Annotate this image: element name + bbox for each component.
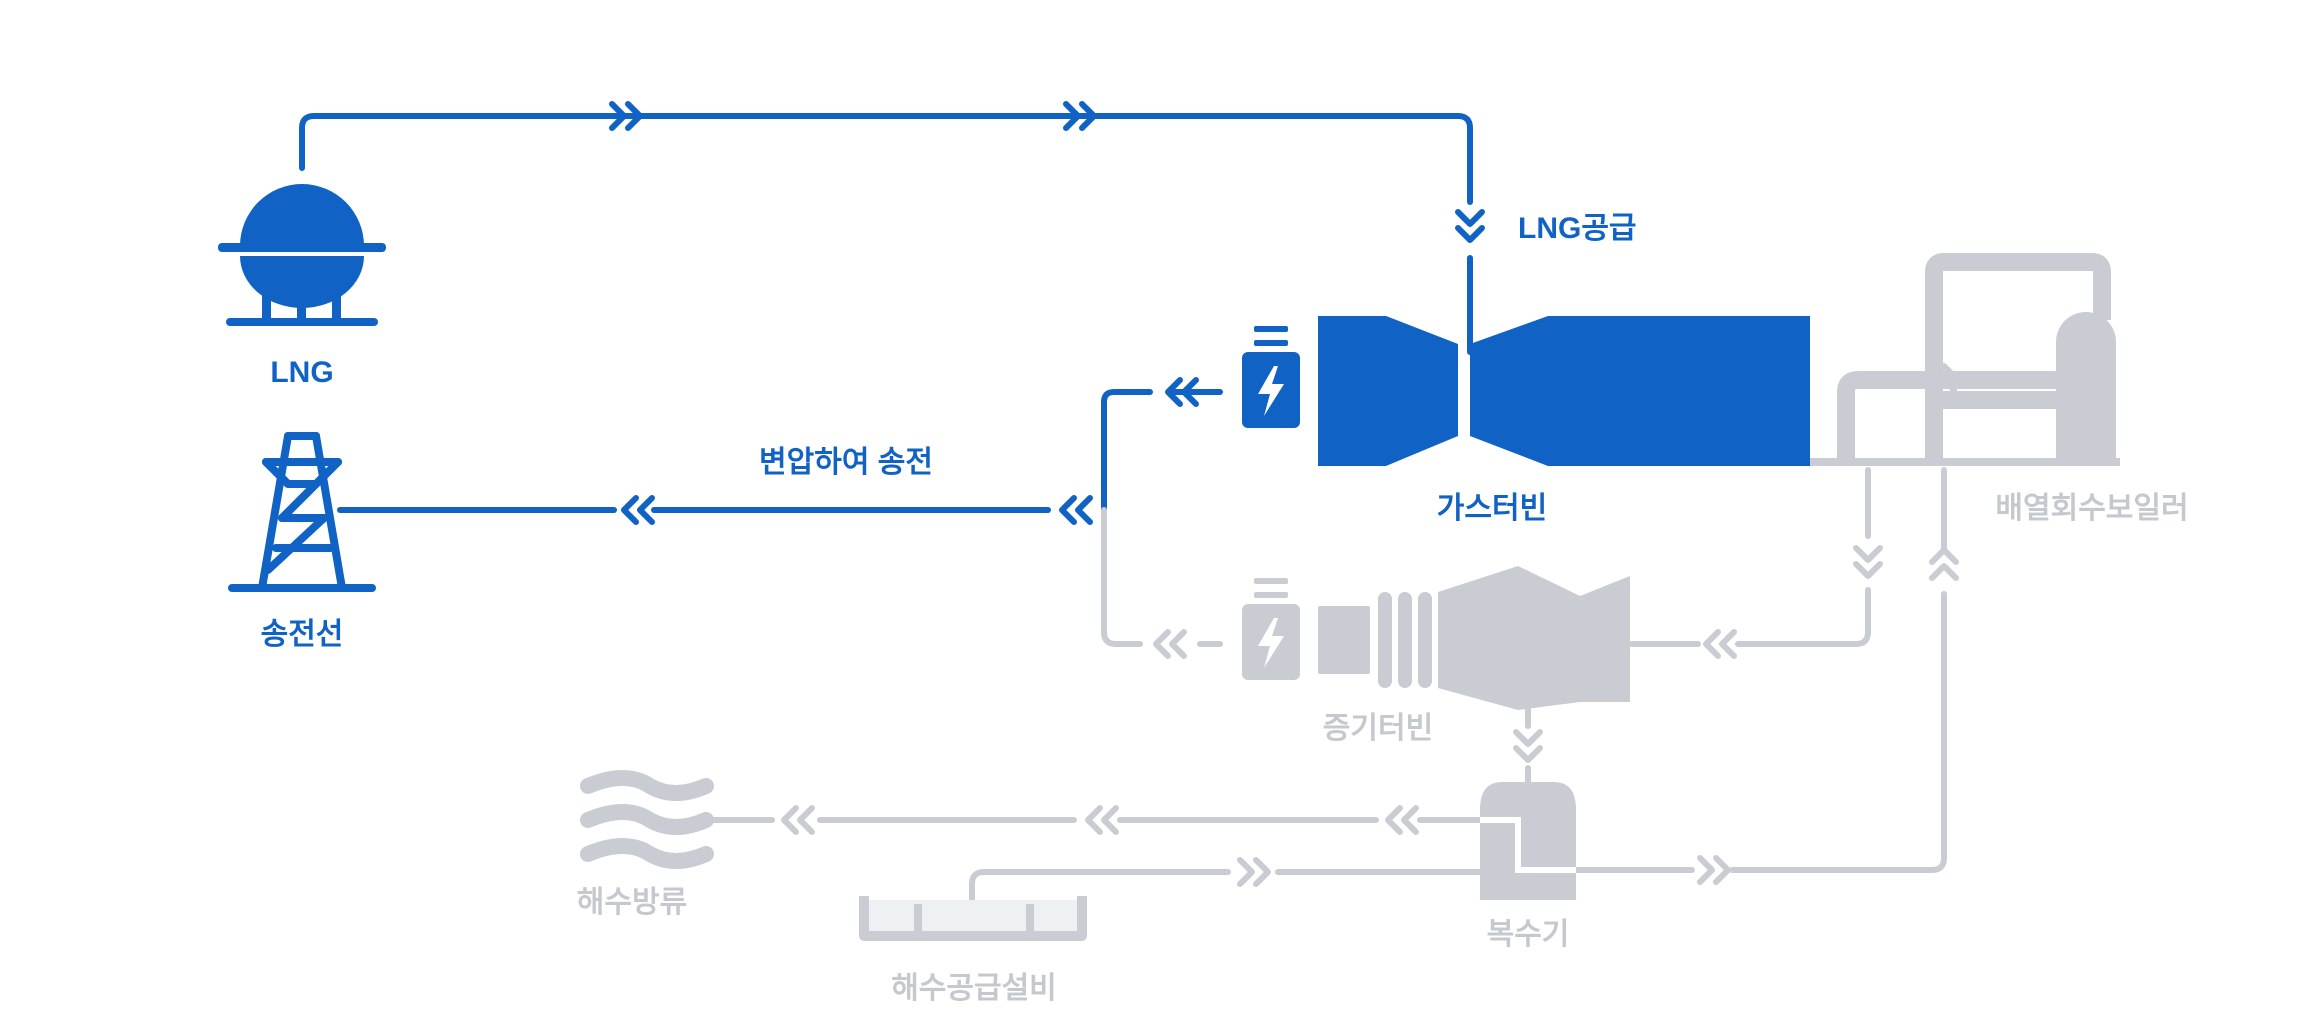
seawater-waves-icon (580, 770, 714, 869)
flow-chevron-left (1385, 805, 1419, 835)
flow-chevron-right (609, 101, 643, 131)
flow-chevron-down (1455, 209, 1485, 243)
seawater-discharge-label: 해수방류 (577, 886, 687, 919)
step-up-transmission-label: 변압하여 송전 (759, 446, 933, 479)
lng-supply-line (299, 113, 1473, 355)
flow-chevron-right (1237, 857, 1271, 887)
flow-chevron-up (1929, 547, 1959, 581)
seawater-supply-line (969, 869, 1497, 921)
feedwater-return-line (1557, 467, 1947, 873)
seawater-supply-label: 해수공급설비 (891, 972, 1057, 1005)
heat-recovery-boiler-icon (1810, 253, 2120, 466)
flow-chevron-down (1513, 729, 1543, 763)
flow-chevron-left (1165, 377, 1199, 407)
flow-chevron-right (1697, 855, 1731, 885)
steam-turbine-power-line (1101, 507, 1223, 647)
flow-chevron-down (1853, 545, 1883, 579)
condenser-icon (1480, 782, 1576, 900)
power-output-line (337, 389, 1223, 513)
lng-supply-label: LNG공급 (1518, 212, 1637, 245)
flow-chevron-left (781, 805, 815, 835)
condenser-label: 복수기 (1487, 918, 1570, 951)
flow-chevron-left (1703, 629, 1737, 659)
steam-line (1629, 467, 1871, 647)
seawater-supply-facility-icon (859, 896, 1087, 941)
generator-icon (1242, 578, 1300, 680)
hrsg-label: 배열회수보일러 (1995, 492, 2188, 525)
flow-chevron-left (1153, 629, 1187, 659)
steam-turbine-label: 증기터빈 (1323, 712, 1433, 745)
transmission-tower-icon (228, 432, 376, 592)
lng-tank-icon (218, 184, 386, 326)
gas-turbine-label: 가스터빈 (1437, 492, 1547, 525)
transmission-line-label: 송전선 (261, 618, 344, 651)
steam-turbine-icon (1318, 566, 1630, 710)
gas-turbine-icon (1318, 316, 1810, 466)
generator-icon (1242, 326, 1300, 428)
lng-label: LNG (270, 356, 333, 389)
flow-chevron-left (1059, 495, 1093, 525)
flow-chevron-left (621, 495, 655, 525)
flow-chevron-left (1085, 805, 1119, 835)
flow-chevron-right (1063, 101, 1097, 131)
